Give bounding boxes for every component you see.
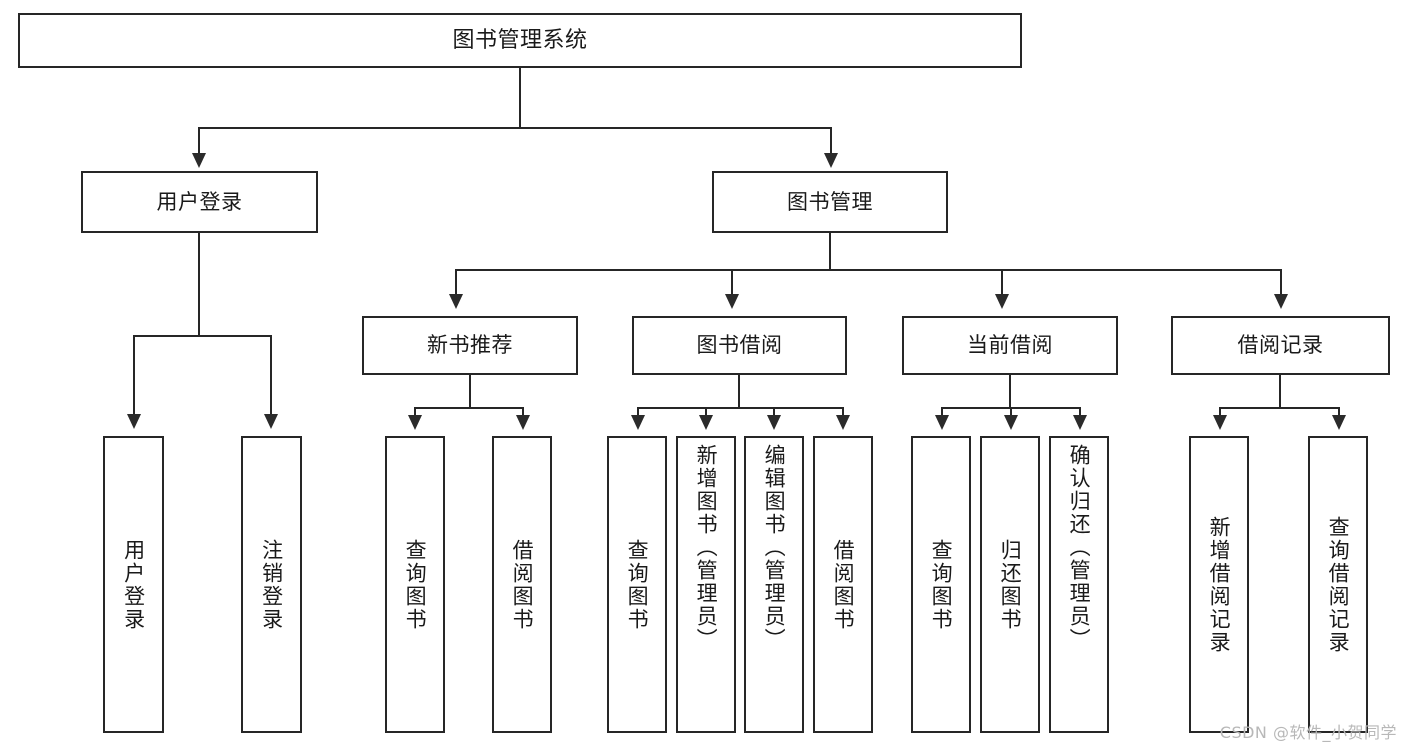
node-label: 新增借阅记录	[1207, 515, 1232, 654]
node-label: 借阅图书	[831, 538, 856, 631]
node-book-management[interactable]: 图书管理	[712, 171, 948, 233]
leaf-logout[interactable]: 注销登录	[241, 436, 302, 733]
connector-current-borrow-leaf-1	[941, 407, 943, 417]
arrow-to-book-manage	[824, 153, 838, 168]
leaf-borrow-book-newbook[interactable]: 借阅图书	[492, 436, 552, 733]
node-label: 新增图书（管理员）	[694, 444, 719, 651]
node-book-borrow[interactable]: 图书借阅	[632, 316, 847, 375]
arrow-user-login-leaf-1	[127, 414, 141, 429]
node-label: 用户登录	[156, 189, 243, 214]
connector-book-borrow-leaf-2	[705, 407, 707, 417]
leaf-confirm-return-admin[interactable]: 确认归还（管理员）	[1049, 436, 1109, 733]
node-label: 借阅记录	[1237, 333, 1324, 358]
node-label: 用户登录	[121, 538, 146, 631]
connector-to-current-borrow	[1001, 269, 1003, 296]
arrow-current-borrow-leaf-2	[1004, 415, 1018, 430]
node-label: 借阅图书	[510, 538, 535, 631]
arrow-user-login-leaf-2	[264, 414, 278, 429]
connector-borrow-record-stem	[1279, 375, 1281, 408]
connector-new-book-stem	[469, 375, 471, 408]
connector-current-borrow-leaf-3	[1079, 407, 1081, 417]
connector-new-book-leaf-2	[522, 407, 524, 417]
arrow-borrow-record-leaf-2	[1332, 415, 1346, 430]
node-borrow-record[interactable]: 借阅记录	[1171, 316, 1390, 375]
leaf-add-borrow-record[interactable]: 新增借阅记录	[1189, 436, 1249, 733]
connector-book-borrow-leaf-1	[637, 407, 639, 417]
node-user-login[interactable]: 用户登录	[81, 171, 318, 233]
connector-to-borrow-record	[1280, 269, 1282, 296]
arrow-borrow-record-leaf-1	[1213, 415, 1227, 430]
node-label: 新书推荐	[427, 333, 513, 358]
connector-borrow-record-leaf-2	[1338, 407, 1340, 417]
node-label: 注销登录	[259, 538, 284, 631]
connector-borrow-record-bus	[1219, 407, 1340, 409]
arrow-to-borrow-record	[1274, 294, 1288, 309]
connector-user-login-bus	[133, 335, 272, 337]
connector-root-stem	[519, 68, 521, 128]
arrow-book-borrow-leaf-4	[836, 415, 850, 430]
node-label: 查询图书	[403, 538, 428, 631]
node-current-borrow[interactable]: 当前借阅	[902, 316, 1118, 375]
connector-to-book-manage	[830, 127, 832, 155]
connector-new-book-bus	[414, 407, 524, 409]
csdn-watermark: CSDN @软件_小贺同学	[1219, 723, 1397, 742]
node-root-system[interactable]: 图书管理系统	[18, 13, 1022, 68]
node-label: 图书管理系统	[452, 27, 588, 53]
leaf-return-book[interactable]: 归还图书	[980, 436, 1040, 733]
node-label: 查询图书	[929, 538, 954, 631]
leaf-borrow-book[interactable]: 借阅图书	[813, 436, 873, 733]
node-label: 查询图书	[625, 538, 650, 631]
arrow-to-book-borrow	[725, 294, 739, 309]
connector-level3-bus	[455, 269, 1282, 271]
connector-book-borrow-leaf-4	[842, 407, 844, 417]
connector-new-book-leaf-1	[414, 407, 416, 417]
node-label: 图书管理	[787, 189, 873, 214]
connector-to-new-book	[455, 269, 457, 296]
arrow-book-borrow-leaf-3	[767, 415, 781, 430]
arrow-book-borrow-leaf-2	[699, 415, 713, 430]
connector-book-manage-stem	[829, 233, 831, 270]
arrow-to-current-borrow	[995, 294, 1009, 309]
node-label: 查询借阅记录	[1326, 515, 1351, 654]
arrow-book-borrow-leaf-1	[631, 415, 645, 430]
connector-to-book-borrow	[731, 269, 733, 296]
arrow-current-borrow-leaf-1	[935, 415, 949, 430]
leaf-query-book-newbook[interactable]: 查询图书	[385, 436, 445, 733]
node-label: 编辑图书（管理员）	[762, 444, 787, 651]
connector-book-borrow-stem	[738, 375, 740, 408]
node-new-book-recommend[interactable]: 新书推荐	[362, 316, 578, 375]
connector-current-borrow-leaf-2	[1010, 407, 1012, 417]
leaf-query-book-borrow[interactable]: 查询图书	[607, 436, 667, 733]
leaf-query-book-current[interactable]: 查询图书	[911, 436, 971, 733]
connector-borrow-record-leaf-1	[1219, 407, 1221, 417]
connector-book-borrow-leaf-3	[773, 407, 775, 417]
connector-user-login-stem	[198, 233, 200, 336]
arrow-new-book-leaf-2	[516, 415, 530, 430]
node-label: 图书借阅	[696, 333, 783, 358]
connector-user-login-leaf-2	[270, 335, 272, 416]
leaf-user-login[interactable]: 用户登录	[103, 436, 164, 733]
node-label: 确认归还（管理员）	[1067, 444, 1092, 651]
connector-current-borrow-stem	[1009, 375, 1011, 408]
leaf-edit-book-admin[interactable]: 编辑图书（管理员）	[744, 436, 804, 733]
arrow-current-borrow-leaf-3	[1073, 415, 1087, 430]
connector-level1-bus	[198, 127, 832, 129]
connector-user-login-leaf-1	[133, 335, 135, 416]
arrow-to-user-login	[192, 153, 206, 168]
arrow-new-book-leaf-1	[408, 415, 422, 430]
node-label: 归还图书	[998, 538, 1023, 631]
leaf-add-book-admin[interactable]: 新增图书（管理员）	[676, 436, 736, 733]
node-label: 当前借阅	[967, 333, 1053, 358]
leaf-query-borrow-record[interactable]: 查询借阅记录	[1308, 436, 1368, 733]
connector-to-user-login	[198, 127, 200, 155]
connector-book-borrow-bus	[637, 407, 844, 409]
arrow-to-new-book	[449, 294, 463, 309]
